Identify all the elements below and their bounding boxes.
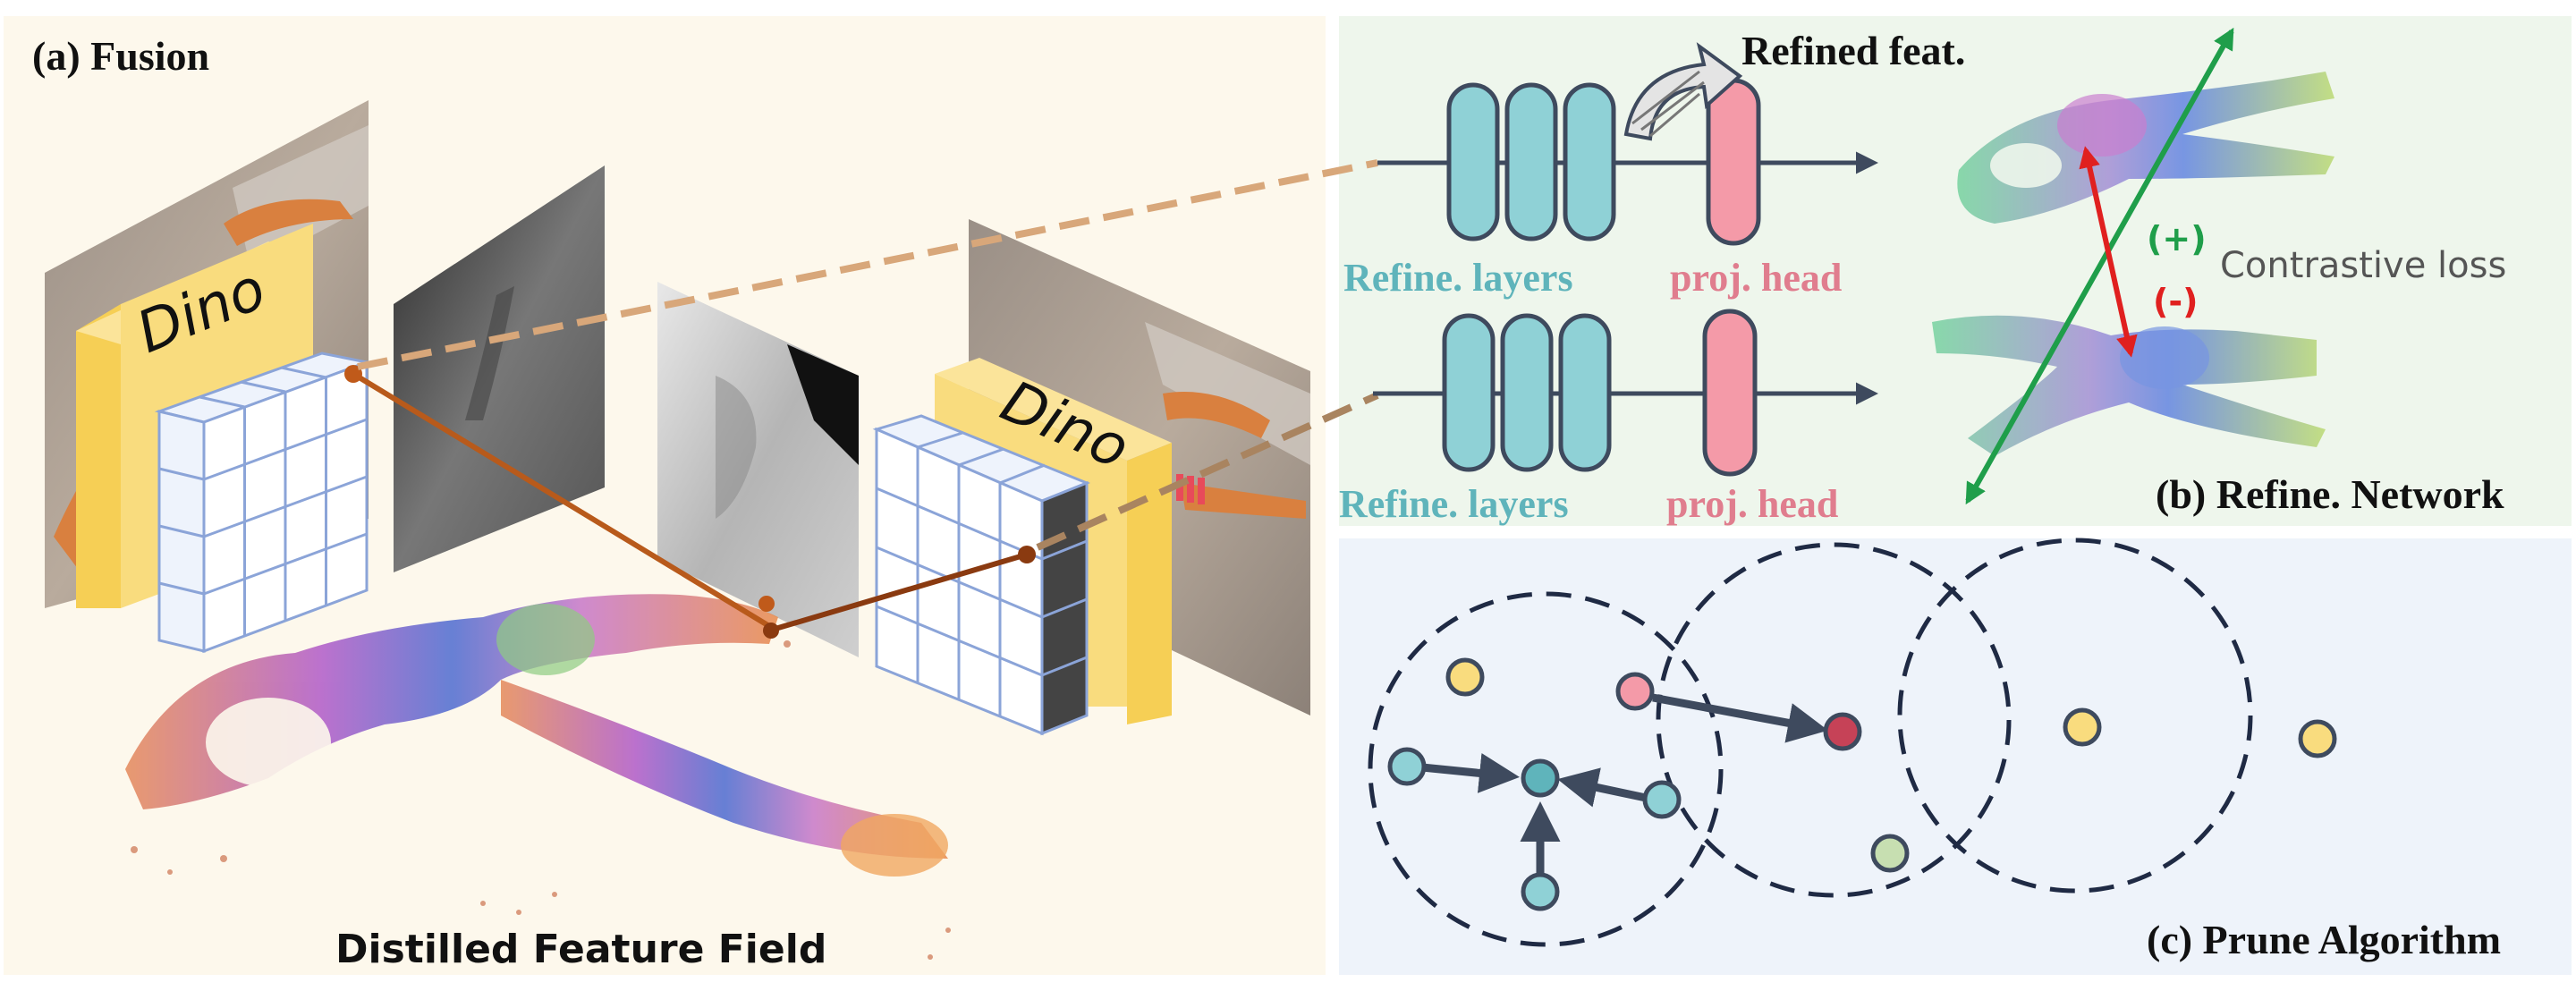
cluster-circle-2	[1656, 542, 2012, 898]
proj-head-label-top: proj. head	[1670, 256, 1842, 300]
feature-point-cloud-a	[758, 596, 775, 612]
contrastive-loss-label: Contrastive loss	[2220, 245, 2506, 286]
prune-nodes	[1387, 657, 2337, 911]
dashed-connectors	[357, 159, 1379, 551]
node-teal-right	[1642, 780, 1682, 819]
feature-grid-left	[154, 352, 372, 654]
refine-layers-label-top: Refine. layers	[1343, 256, 1573, 300]
positive-label: (+)	[2147, 219, 2207, 258]
proj-head-label-bottom: proj. head	[1666, 482, 1838, 526]
depth-image-right	[657, 282, 859, 657]
node-dark-red	[1823, 712, 1862, 751]
prune-clusters	[1368, 538, 2253, 947]
node-yellow-3	[2298, 719, 2337, 758]
feature-point-right	[1018, 546, 1036, 563]
proj-head-top	[1706, 78, 1761, 246]
refine-layer-3	[1563, 82, 1616, 241]
node-yellow-1	[1445, 657, 1485, 697]
refine-layer-2	[1504, 82, 1558, 241]
node-yellow-2	[2063, 707, 2102, 747]
refine-row-top: Refine. layers proj. head	[1343, 78, 1878, 300]
projection-links	[344, 365, 1036, 639]
cluster-circle-1	[1368, 591, 1724, 947]
prune-panel-bg	[1339, 538, 2572, 975]
negative-pair-arrow	[2079, 146, 2138, 358]
refine-panel-label: (b) Refine. Network	[2156, 471, 2504, 517]
prune-panel-label: (c) Prune Algorithm	[2147, 917, 2501, 962]
refine-layer-1	[1446, 82, 1500, 241]
refine-layer-4	[1442, 313, 1496, 472]
refine-row-bottom: Refine. layers proj. head	[1339, 309, 1878, 526]
cluster-circle-3	[1897, 538, 2253, 894]
refine-layer-5	[1500, 313, 1554, 472]
fusion-caption: Distilled Feature Field	[335, 927, 826, 972]
node-teal-center	[1521, 758, 1560, 798]
feature-point-left	[344, 365, 362, 383]
node-teal-bottom	[1521, 872, 1560, 911]
refined-feat-label: Refined feat.	[1741, 28, 1965, 73]
node-light-green	[1870, 834, 1910, 873]
striped-sleeve	[1176, 474, 1205, 504]
distilled-point-cloud	[125, 594, 951, 960]
refine-layers-label-bottom: Refine. layers	[1339, 482, 1569, 526]
feature-grid-right	[872, 414, 1091, 736]
proj-head-bottom	[1702, 309, 1758, 477]
prune-arrows	[1421, 693, 1828, 885]
fusion-panel-label: (a) Fusion	[32, 33, 209, 79]
node-teal-left	[1387, 747, 1427, 786]
depth-image-left	[394, 165, 605, 572]
negative-label: (-)	[2153, 282, 2199, 321]
feature-point-cloud-b	[763, 623, 779, 639]
curved-arrow-icon	[1623, 42, 1743, 141]
node-pink	[1615, 672, 1655, 711]
refine-layer-6	[1558, 313, 1612, 472]
